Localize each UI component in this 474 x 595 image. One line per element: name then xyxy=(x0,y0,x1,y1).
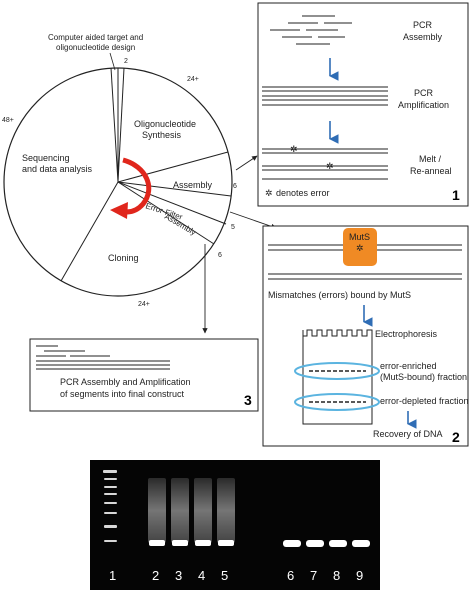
step3-label: Melt / xyxy=(419,154,442,164)
panel-1: PCR Assembly PCR Amplification ✲ ✲ Melt … xyxy=(257,2,469,207)
pie-chart: Computer aided target and oligonucleotid… xyxy=(2,33,237,308)
design-label: oligonucleotide design xyxy=(56,43,135,52)
sharp-bands xyxy=(283,540,370,547)
panel-2-number: 2 xyxy=(452,429,460,445)
synthesis-label: Synthesis xyxy=(142,130,182,140)
legend-symbol: ✲ xyxy=(265,188,273,198)
muts-label: MutS xyxy=(349,232,370,242)
lane-label: 4 xyxy=(198,568,205,583)
depleted-label: error-depleted fraction xyxy=(380,396,469,406)
sequencing-label: Sequencing xyxy=(22,153,70,163)
assembly-hours: 6 xyxy=(233,183,237,190)
legend-text: denotes error xyxy=(276,188,330,198)
connector-to-panel1 xyxy=(235,155,258,171)
reanneal-lines xyxy=(262,148,388,180)
lane-label: 7 xyxy=(310,568,317,583)
cloning-label: Cloning xyxy=(108,253,139,263)
panel-1-number: 1 xyxy=(452,187,460,203)
assembly2-hours: 6 xyxy=(218,252,222,259)
pie-divider xyxy=(117,67,125,183)
error-filter-hours: 5 xyxy=(231,224,235,231)
enriched-band-ellipse xyxy=(294,362,380,380)
assembly-label: Assembly xyxy=(173,180,213,190)
duplex-lines xyxy=(268,244,462,280)
error-mark: ✲ xyxy=(290,144,298,154)
design-hours: 2 xyxy=(124,58,128,65)
pie-divider xyxy=(117,181,215,245)
muts-error-mark: ✲ xyxy=(356,243,364,253)
cloning-hours: 24+ xyxy=(138,301,150,308)
cycle-arrow xyxy=(120,157,152,215)
sequencing-label: and data analysis xyxy=(22,164,93,174)
lane-label: 1 xyxy=(109,568,116,583)
sequencing-hours: 48+ xyxy=(2,117,14,124)
lane-label: 8 xyxy=(333,568,340,583)
pie-divider xyxy=(117,181,232,197)
lane-label: 3 xyxy=(175,568,182,583)
pie-divider xyxy=(117,151,229,183)
step2-label: PCR xyxy=(414,88,434,98)
electrophoresis-label: Electrophoresis xyxy=(375,329,438,339)
synthesis-label: Oligonucleotide xyxy=(134,119,196,129)
pie-divider xyxy=(117,181,227,225)
design-label: Computer aided target and xyxy=(48,33,143,42)
panel-3-number: 3 xyxy=(244,392,252,408)
panel-3-frame xyxy=(29,338,259,412)
segment-lines xyxy=(36,345,170,370)
pie-divider xyxy=(60,181,119,282)
lane-label: 9 xyxy=(356,568,363,583)
panel-3: PCR Assembly and Amplification of segmen… xyxy=(29,338,259,412)
panel-3-caption: of segments into final construct xyxy=(60,389,185,399)
step1-label: PCR xyxy=(413,20,433,30)
panel-3-caption: PCR Assembly and Amplification xyxy=(60,377,191,387)
error-mark: ✲ xyxy=(326,161,334,171)
gel-slab xyxy=(302,329,373,425)
design-leader xyxy=(109,52,116,71)
lane-label: 2 xyxy=(152,568,159,583)
amplification-lines xyxy=(262,86,388,106)
panel-2: MutS ✲ Mismatches (errors) bound by MutS… xyxy=(262,225,469,447)
gel-image: 1 2 3 4 5 6 7 8 9 xyxy=(90,460,380,590)
lane-label: 6 xyxy=(287,568,294,583)
cycle-arrowhead xyxy=(110,202,128,219)
step2-label: Amplification xyxy=(398,100,449,110)
synthesis-hours: 24+ xyxy=(187,76,199,83)
step3-label: Re-anneal xyxy=(410,166,452,176)
ladder-bands xyxy=(103,470,117,542)
lane-label: 5 xyxy=(221,568,228,583)
connector-to-panel2 xyxy=(229,211,277,229)
smear-lanes xyxy=(148,478,235,546)
enriched-label: error-enriched xyxy=(380,361,437,371)
recovery-label: Recovery of DNA xyxy=(373,429,443,439)
step1-label: Assembly xyxy=(403,32,443,42)
depleted-band-ellipse xyxy=(294,393,380,411)
mismatch-caption: Mismatches (errors) bound by MutS xyxy=(268,290,411,300)
assembly-fragments xyxy=(270,15,352,45)
pie-divider xyxy=(110,67,119,183)
muts-protein xyxy=(343,228,377,266)
enriched-label: (MutS-bound) fraction xyxy=(380,372,467,382)
